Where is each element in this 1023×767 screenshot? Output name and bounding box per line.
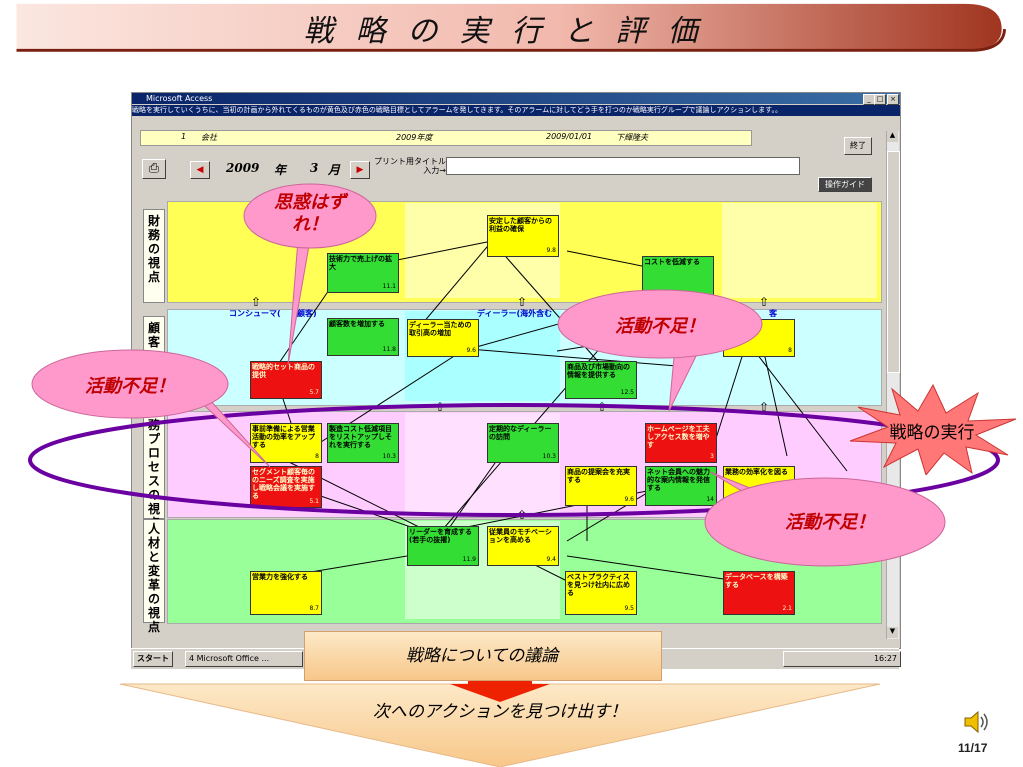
callout-bubble bbox=[31, 349, 271, 468]
operation-guide-button[interactable]: 操作ガイド bbox=[818, 177, 872, 192]
slide-title: 戦略の実行と評価 bbox=[303, 14, 720, 49]
up-arrow-icon: ⇧ bbox=[759, 295, 770, 309]
strategy-map: 財務の視点 顧客 コンシューマ( 顧客) ディーラー(海外含む 客 務プロセスの… bbox=[143, 201, 882, 634]
close-button[interactable]: × bbox=[887, 94, 899, 105]
prev-month-button[interactable]: ◀ bbox=[190, 161, 210, 179]
segment-dealer: ディーラー(海外含む bbox=[477, 309, 553, 318]
status-message: 戦略を実行していくうちに、当初の計画から外れてくるものが黄色及び赤色の戦略目標と… bbox=[132, 105, 900, 116]
scroll-up-arrow[interactable]: ▲ bbox=[887, 131, 898, 142]
down-arrow-shape bbox=[120, 676, 880, 767]
print-title-label: プリント用タイトル入力→ bbox=[374, 157, 446, 175]
financial-perspective-label: 財務の視点 bbox=[143, 209, 165, 303]
scroll-thumb[interactable] bbox=[887, 151, 900, 373]
window-title: Microsoft Access bbox=[146, 94, 213, 103]
exit-button[interactable]: 終了 bbox=[844, 137, 872, 155]
taskbar-item[interactable]: 4 Microsoft Office ... bbox=[185, 651, 303, 667]
window-titlebar: Microsoft Access _ □ × bbox=[132, 93, 900, 105]
year-value: 2009 bbox=[226, 161, 260, 175]
scroll-down-arrow[interactable]: ▼ bbox=[887, 627, 898, 638]
segment-third: 客 bbox=[769, 309, 777, 318]
print-title-input[interactable] bbox=[446, 157, 800, 175]
callout-bubble bbox=[704, 471, 946, 567]
system-tray-clock: 16:27 bbox=[783, 651, 901, 667]
speaker-icon[interactable] bbox=[962, 708, 992, 736]
maximize-button[interactable]: □ bbox=[874, 94, 886, 105]
callout-text: 思惑はずれ！ bbox=[274, 192, 346, 235]
next-month-button[interactable]: ▶ bbox=[350, 161, 370, 179]
learning-perspective-label: 人材と変革の視点 bbox=[143, 519, 165, 634]
objective-box[interactable]: リーダーを育成する(若手の抜擢)11.9 bbox=[407, 526, 479, 566]
callout-text: 活動不足！ bbox=[615, 316, 705, 337]
next-action-label: 次へのアクションを見つけ出す！ bbox=[372, 702, 628, 722]
discussion-box bbox=[304, 631, 662, 681]
start-button[interactable]: スタート bbox=[133, 651, 173, 667]
record-number: 1 bbox=[181, 132, 187, 141]
segment-consumer: コンシューマ( bbox=[229, 309, 281, 318]
callout-bubble bbox=[243, 183, 377, 366]
title-banner bbox=[16, 3, 1007, 52]
callout-text: 活動不足！ bbox=[785, 512, 875, 533]
month-unit: 月 bbox=[328, 163, 341, 177]
execution-label: 戦略の実行 bbox=[889, 423, 975, 442]
starburst-shape bbox=[849, 383, 1017, 475]
printer-icon[interactable]: ⎙ bbox=[142, 159, 166, 179]
up-arrow-icon: ⇧ bbox=[517, 295, 528, 309]
callout-text: 活動不足！ bbox=[85, 376, 175, 397]
date-field: 2009/01/01 bbox=[546, 132, 593, 141]
discussion-label: 戦略についての議論 bbox=[405, 646, 559, 666]
execution-ellipse bbox=[28, 403, 1000, 517]
callout-bubble bbox=[557, 289, 763, 412]
person-field: 下輝隆夫 bbox=[616, 133, 648, 142]
up-arrow-icon: ⇧ bbox=[251, 295, 262, 309]
month-value: 3 bbox=[310, 161, 319, 175]
up-arrow-icon: ⇧ bbox=[759, 400, 770, 414]
record-info-bar: 1 会社 2009年度 2009/01/01 下輝隆夫 bbox=[140, 130, 752, 146]
page-number: 11/17 bbox=[958, 741, 988, 755]
scope-field: 会社 bbox=[201, 133, 217, 142]
year-unit: 年 bbox=[274, 163, 287, 177]
financial-zone-right bbox=[722, 203, 877, 298]
segment-consumer-tail: 顧客) bbox=[297, 309, 317, 318]
fiscal-year-field: 2009年度 bbox=[396, 133, 433, 142]
